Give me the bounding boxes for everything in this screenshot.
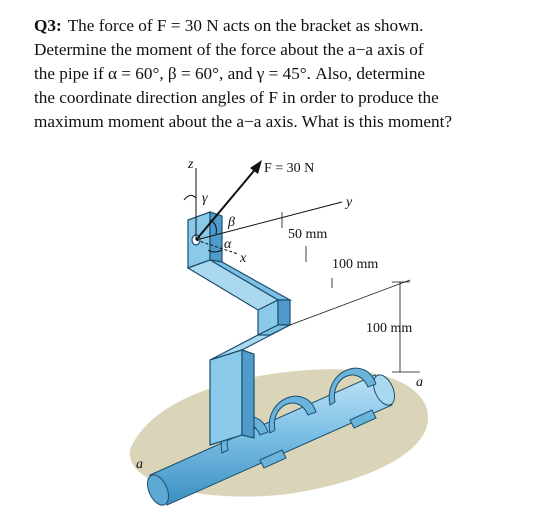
force-arrow [195, 160, 262, 241]
y-axis-label: y [344, 195, 353, 210]
problem-text-1: The force of F = 30 N acts on the bracke… [67, 16, 424, 35]
x-axis-label: x [239, 251, 247, 266]
dimension-100mm-horizontal: 100 mm [332, 257, 378, 272]
problem-line-3: the pipe if α = 60°, β = 60°, and γ = 45… [34, 64, 426, 83]
z-axis-label: z [187, 157, 194, 172]
a-axis-label-right: a [416, 375, 423, 390]
pipe [147, 374, 395, 506]
problem-statement: Q3: The force of F = 30 N acts on the bra… [34, 14, 530, 134]
problem-line-4: the coordinate direction angles of F in … [34, 88, 439, 107]
dimension-50mm: 50 mm [288, 227, 327, 242]
problem-line-1: Q3: The force of F = 30 N acts on the bra… [34, 14, 530, 38]
force-label: F = 30 N [264, 161, 314, 176]
axes [183, 168, 343, 255]
alpha-label: α [224, 237, 232, 252]
bracket-figure: z F = 30 N y γ β α x 50 mm 100 mm 100 mm… [110, 150, 440, 510]
problem-line-2: Determine the moment of the force about … [34, 40, 424, 59]
beta-label: β [227, 215, 235, 230]
bracket-diagram: z F = 30 N y γ β α x 50 mm 100 mm 100 mm… [129, 157, 429, 506]
dimension-lines [281, 212, 420, 373]
bracket [186, 211, 293, 446]
question-label: Q3: [34, 16, 62, 35]
a-axis-label-left: a [136, 457, 143, 472]
dimension-100mm-vertical: 100 mm [366, 321, 412, 336]
problem-line-5: maximum moment about the a−a axis. What … [34, 112, 452, 131]
gamma-label: γ [202, 191, 208, 206]
